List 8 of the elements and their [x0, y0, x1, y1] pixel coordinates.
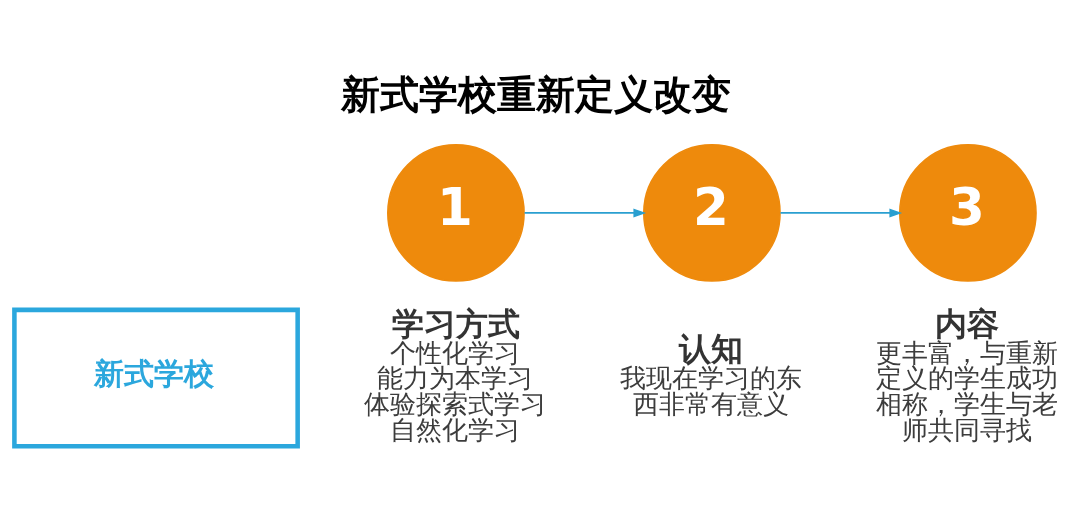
node-circle: 3 [899, 144, 1037, 282]
arrow [523, 208, 647, 218]
node-circle: 1 [387, 144, 525, 282]
node-label: 学习方式 [391, 304, 520, 342]
node-box: 新式学校 [12, 307, 300, 449]
diagram-title: 新式学校重新定义改变 [340, 71, 731, 118]
arrow [779, 208, 903, 218]
node-circle: 2 [643, 144, 781, 282]
